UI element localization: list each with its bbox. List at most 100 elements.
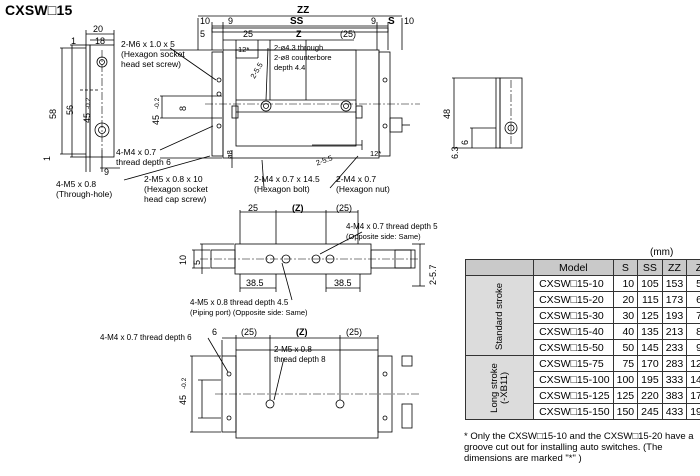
dim-38-5-right: 38.5: [334, 278, 352, 288]
cell-model: CXSW□15-30: [533, 307, 614, 324]
label-m5cap: 2-M5 x 0.8 x 10: [144, 174, 203, 184]
dim-9-right: 9: [371, 16, 376, 26]
dim-tol-bottom: -0.2: [181, 377, 188, 389]
label-m4d6c: 4-M4 x 0.7 thread depth 6: [100, 333, 192, 342]
cell-ss: 195: [637, 371, 663, 388]
label-m4d5b: (Opposite side: Same): [346, 232, 421, 241]
cell-ss: 170: [637, 355, 663, 372]
dim-1-top: 1: [71, 36, 76, 46]
dim-tol-side: -0.2: [85, 97, 92, 109]
table-corner-cell: [464, 259, 535, 276]
dim-25-top: 25: [243, 29, 253, 39]
dim-9-side: 9: [104, 167, 109, 177]
col-header-z: Z: [686, 259, 700, 276]
cell-ss: 245: [637, 403, 663, 420]
table-row: CXSW□15-303012519375: [466, 307, 700, 324]
dim-45-top: 45: [151, 115, 161, 125]
cell-model: CXSW□15-20: [533, 291, 614, 308]
label-cbore: 2-ø8 counterbore: [274, 53, 332, 62]
cell-model: CXSW□15-100: [533, 371, 614, 388]
label-m5thru2: (Through-hole): [56, 189, 112, 199]
dim-ss: SS: [290, 16, 304, 27]
label-m5d8b: thread depth 8: [274, 355, 326, 364]
label-m5d45: 4-M5 x 0.8 thread depth 4.5: [190, 298, 289, 307]
table-row: CXSW□15-202011517365: [466, 291, 700, 308]
dim-10: 10: [200, 16, 210, 26]
label-m4nut2: (Hexagon nut): [336, 184, 390, 194]
dim-tol-top: -0.2: [154, 97, 161, 109]
cell-zz: 213: [661, 323, 688, 340]
dim-45-bottom: 45: [178, 395, 188, 405]
dim-6-3: 6.3: [450, 146, 460, 159]
dim-2-5-5-bottom: 2-5.5: [315, 153, 334, 167]
dim-25p-mid: (25): [336, 203, 352, 213]
table-row: CXSW□15-505014523395: [466, 339, 700, 356]
label-m5cap3: head cap screw): [144, 194, 207, 204]
dim-6-bottom: 6: [212, 327, 217, 337]
table-row: CXSW□15-150150245433195: [466, 403, 700, 420]
cell-s: 10: [612, 275, 639, 292]
cell-z: 85: [686, 323, 700, 340]
table-row: CXSW□15-100100195333145: [466, 371, 700, 388]
group-label: Standard stroke: [494, 282, 506, 350]
cell-s: 30: [612, 307, 639, 324]
dim-8: 8: [178, 106, 188, 111]
label-m6: 2-M6 x 1.0 x 5: [121, 39, 175, 49]
table-header-row: Model S SS ZZ Z: [464, 259, 700, 276]
group-sublabel: (-XB11): [498, 371, 510, 404]
cell-zz: 193: [661, 307, 688, 324]
dim-s: S: [388, 16, 395, 27]
cell-model: CXSW□15-150: [533, 403, 614, 420]
dim-phi8: ø8: [225, 150, 234, 159]
dim-25-mid: 25: [248, 203, 258, 213]
cell-s: 150: [612, 403, 639, 420]
cell-ss: 105: [637, 275, 663, 292]
col-header-s: S: [612, 259, 639, 276]
dim-2-5-7: 2-5.7: [428, 264, 438, 285]
cell-ss: 220: [637, 387, 663, 404]
label-m4d6: 4-M4 x 0.7: [116, 147, 156, 157]
dim-10-right: 10: [404, 16, 414, 26]
cell-zz: 333: [661, 371, 688, 388]
cell-model: CXSW□15-10: [533, 275, 614, 292]
dim-18: 18: [95, 36, 105, 46]
cell-model: CXSW□15-75: [533, 355, 614, 372]
side-view-flange: [85, 44, 91, 158]
cell-zz: 383: [661, 387, 688, 404]
cell-z: 145: [686, 371, 700, 388]
dim-25p-bottom-left: (25): [241, 327, 257, 337]
cell-z: 75: [686, 307, 700, 324]
dim-zp-bottom: (Z): [296, 327, 308, 337]
cell-s: 100: [612, 371, 639, 388]
top-table: [235, 49, 357, 147]
cell-z: 195: [686, 403, 700, 420]
label-cbore2: depth 4.4: [274, 63, 305, 72]
cell-z: 170: [686, 387, 700, 404]
cell-zz: 283: [661, 355, 688, 372]
dim-1-bottom: 1: [42, 156, 52, 161]
dim-2-5-5-top: 2-5.5: [248, 61, 264, 80]
label-m6-c: head set screw): [121, 59, 181, 69]
m6-screw: [216, 77, 222, 83]
footnote: * Only the CXSW□15-10 and the CXSW□15-20…: [464, 431, 694, 464]
label-m4bolt: 2-M4 x 0.7 x 14.5: [254, 174, 320, 184]
cell-z: 95: [686, 339, 700, 356]
cell-zz: 233: [661, 339, 688, 356]
cell-z: 55: [686, 275, 700, 292]
counterbore-left: [260, 100, 272, 112]
label-m4d6b: thread depth 6: [116, 157, 171, 167]
cell-z: 120: [686, 355, 700, 372]
label-thru: 2-ø4.3 through: [274, 43, 323, 52]
group-label: Long stroke(-XB11): [489, 363, 510, 413]
dim-38-5-left: 38.5: [246, 278, 264, 288]
dim-zz: ZZ: [297, 5, 309, 16]
dim-9-left: 9: [228, 16, 233, 26]
dim-45-side: 45: [82, 113, 92, 123]
dim-5-mid: 5: [192, 260, 202, 265]
dim-56: 56: [65, 105, 75, 115]
col-header-model: Model: [533, 259, 614, 276]
label-m6-b: (Hexagon socket: [121, 49, 185, 59]
dim-z: Z: [296, 29, 302, 39]
